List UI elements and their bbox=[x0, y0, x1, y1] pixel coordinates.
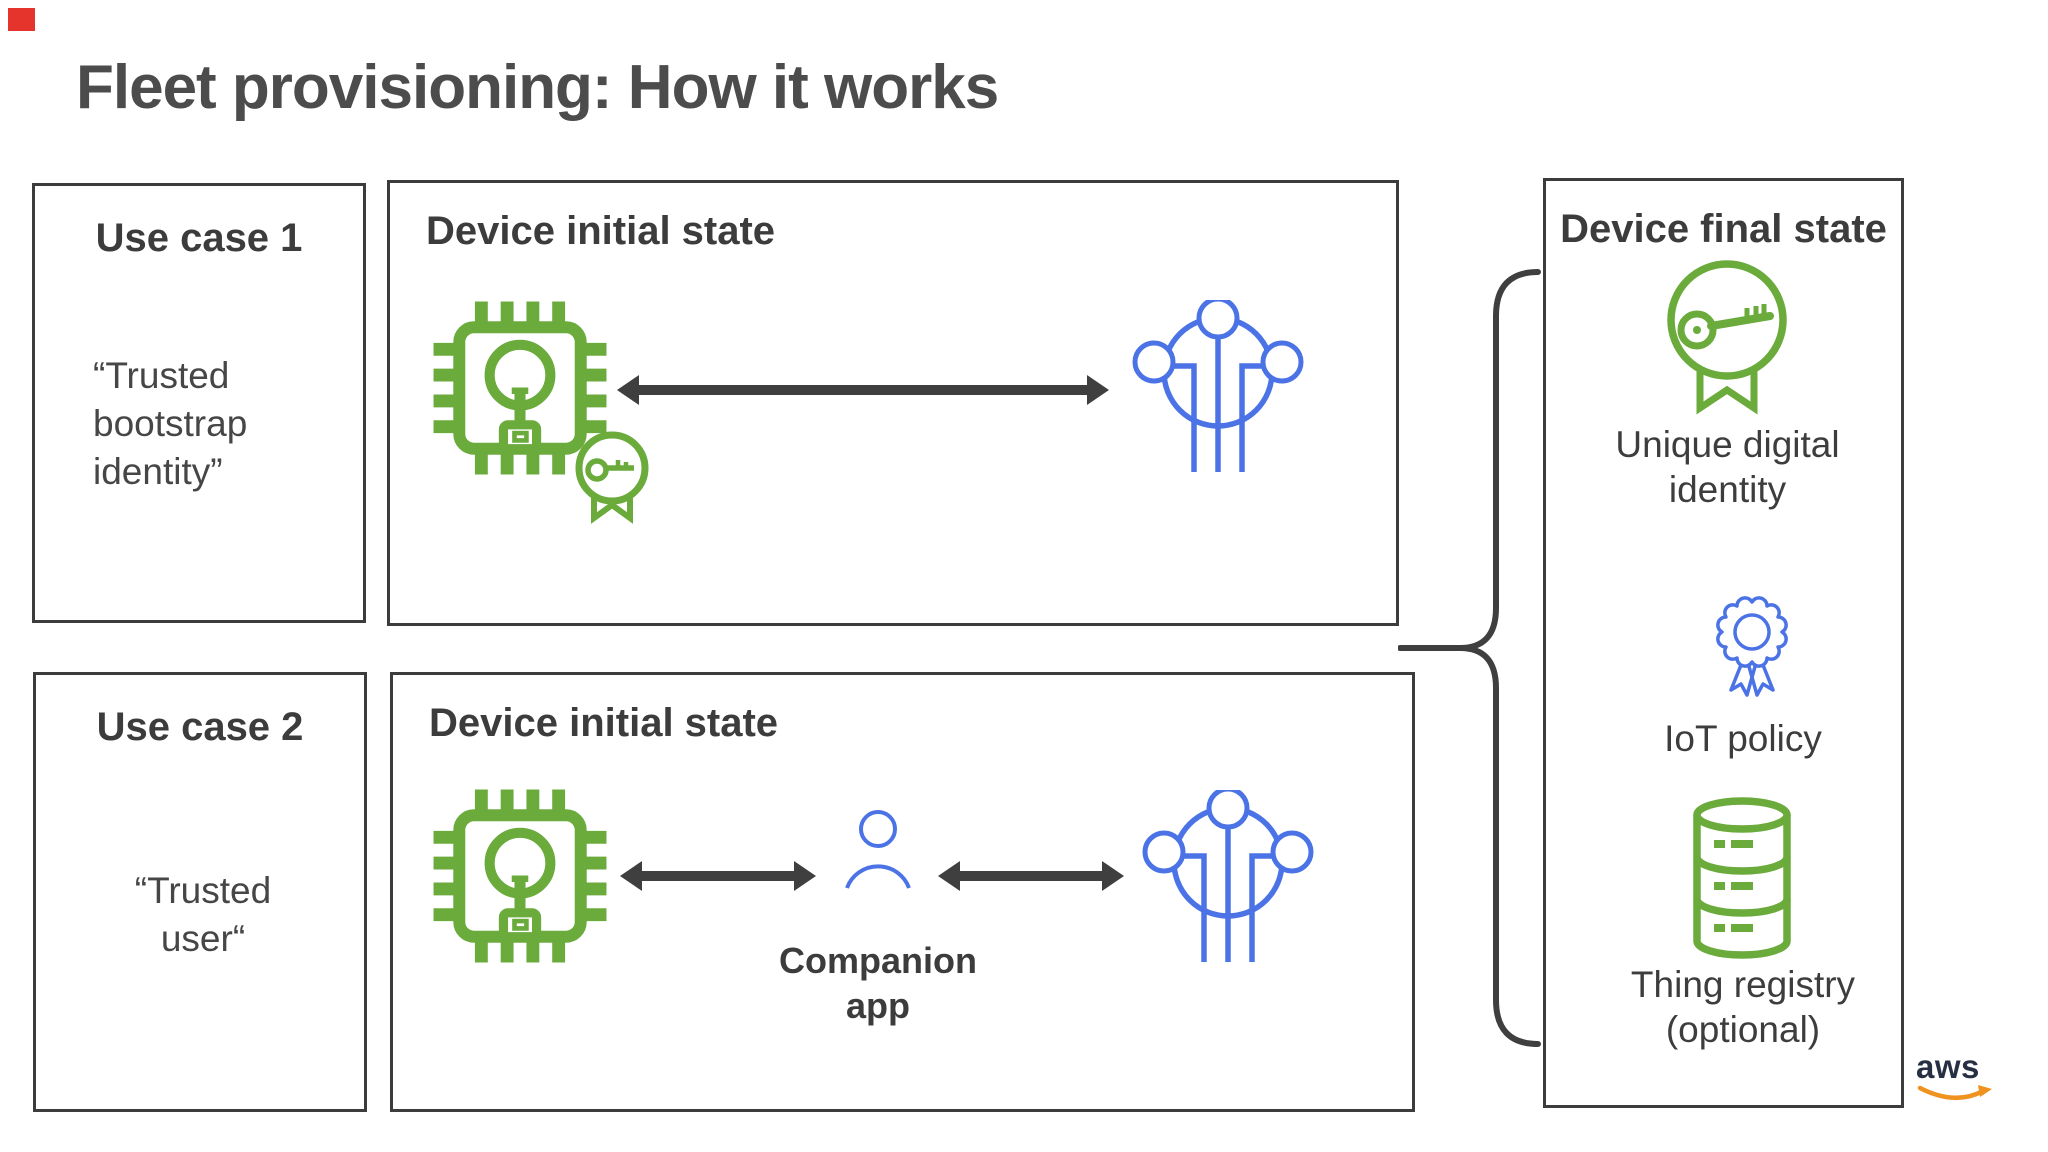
iot-core-icon bbox=[1142, 790, 1314, 962]
aws-logo: aws bbox=[1916, 1050, 2006, 1104]
aws-smile-icon bbox=[1917, 1085, 1992, 1101]
double-arrow-2 bbox=[620, 861, 816, 891]
use-case-2-box: Use case 2 “Trusted user“ bbox=[33, 672, 367, 1112]
iot-policy-label: IoT policy bbox=[1664, 718, 1822, 759]
award-ribbon-icon bbox=[1716, 596, 1788, 697]
key-certificate-icon bbox=[1667, 260, 1787, 415]
person-icon bbox=[845, 810, 911, 889]
key-badge-icon bbox=[575, 431, 649, 524]
iot-core-icon bbox=[1132, 300, 1304, 472]
device-initial-state-label-1: Device initial state bbox=[426, 209, 776, 253]
device-final-state-heading: Device final state bbox=[1560, 207, 1887, 251]
use-case-1-heading: Use case 1 bbox=[95, 216, 303, 260]
use-case-2-heading: Use case 2 bbox=[96, 705, 304, 749]
iot-device-chip-icon bbox=[433, 789, 607, 963]
iot-device-chip-icon bbox=[433, 301, 607, 475]
unique-digital-identity-label: Unique digital identity bbox=[1615, 424, 1840, 511]
database-icon bbox=[1693, 797, 1791, 959]
red-marker bbox=[8, 8, 35, 31]
page-title: Fleet provisioning: How it works bbox=[76, 53, 999, 122]
double-arrow-3 bbox=[938, 861, 1124, 891]
use-case-1-box: Use case 1 “Trusted bootstrap identity” bbox=[32, 183, 366, 623]
thing-registry-label: Thing registry (optional) bbox=[1630, 964, 1856, 1051]
companion-app-label: Companion app bbox=[779, 940, 977, 1026]
aws-logo-text: aws bbox=[1916, 1048, 1980, 1085]
double-arrow-1 bbox=[617, 375, 1109, 405]
brace bbox=[1398, 269, 1541, 1047]
use-case-1-quote: “Trusted bootstrap identity” bbox=[93, 355, 248, 493]
use-case-2-quote: “Trusted user“ bbox=[134, 870, 272, 960]
device-initial-state-label-2: Device initial state bbox=[429, 701, 779, 745]
